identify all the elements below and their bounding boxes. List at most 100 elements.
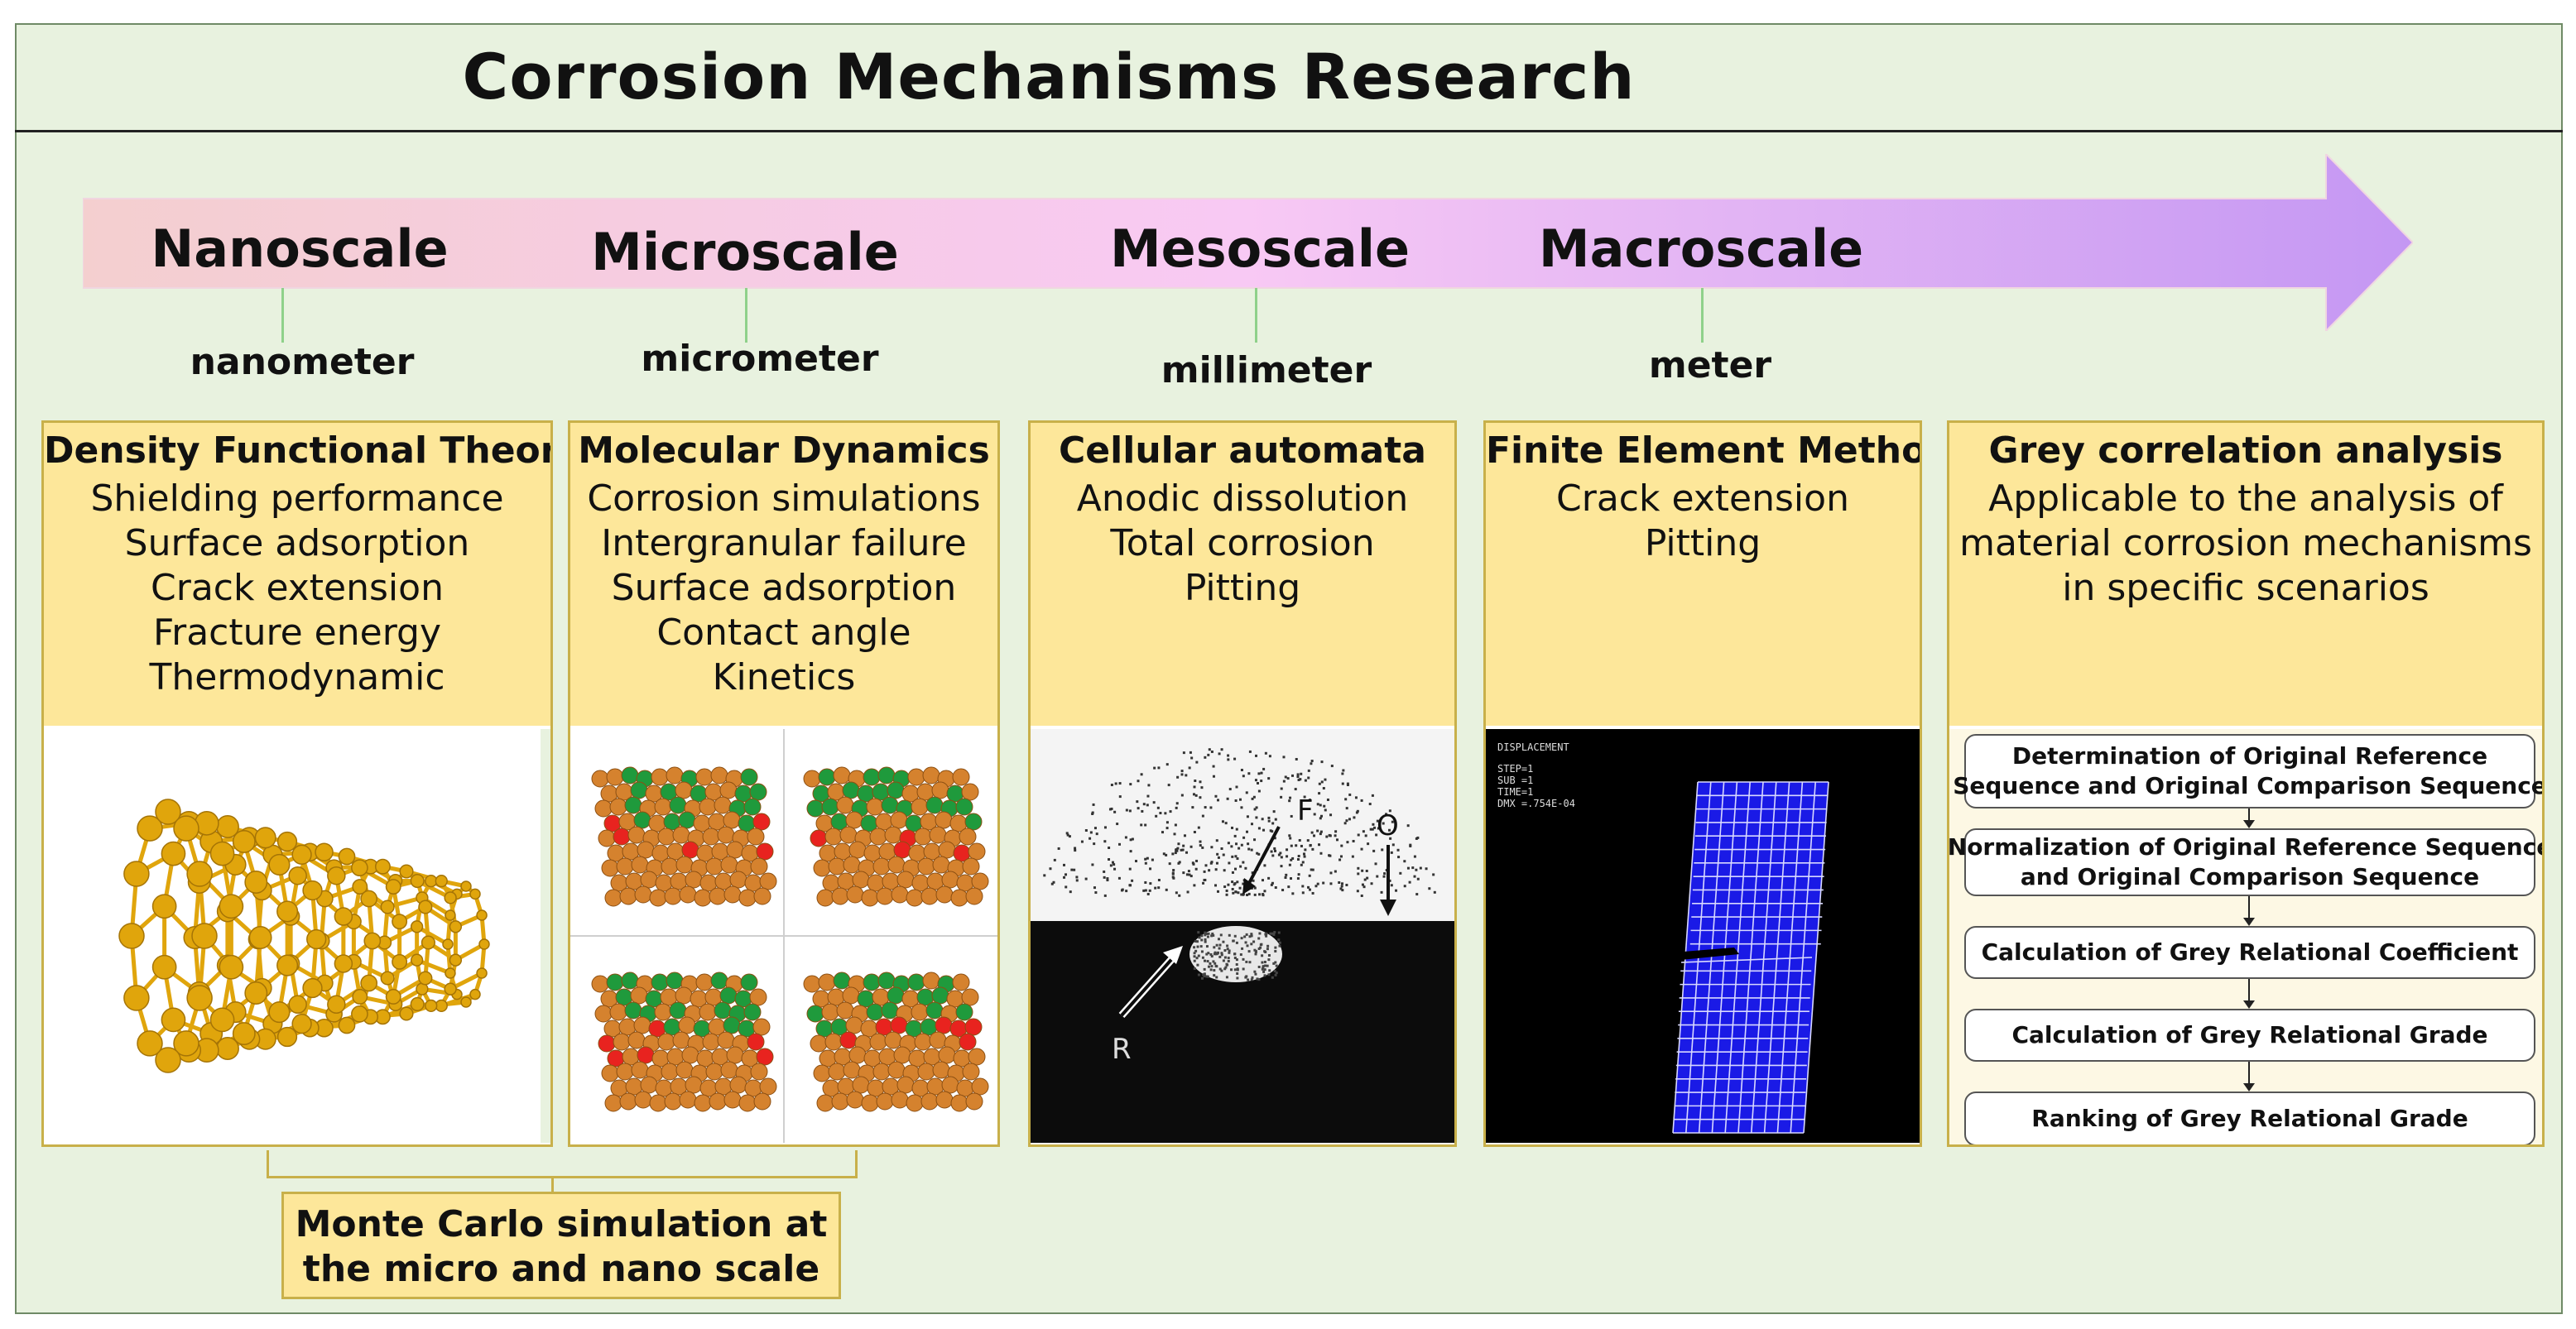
nanotube-atom <box>254 827 276 849</box>
ca-particle <box>1433 890 1436 894</box>
monte-carlo-bracket-stem <box>551 1178 554 1193</box>
ca-particle <box>1310 760 1314 763</box>
ca-particle <box>1178 894 1181 897</box>
ca-particle <box>1187 870 1190 873</box>
grey-step-5: Ranking of Grey Relational Grade <box>1964 1092 2535 1144</box>
ca-pit-particle <box>1218 967 1222 971</box>
ca-pit-particle <box>1232 939 1235 943</box>
ca-particle <box>1396 848 1400 852</box>
ca-particle <box>1311 868 1314 871</box>
ca-pit-particle <box>1198 936 1201 939</box>
ca-particle <box>1270 850 1273 853</box>
md-atom <box>869 1033 887 1051</box>
diagram-title: Corrosion Mechanisms Research <box>462 40 1636 113</box>
ca-particle <box>1178 861 1181 864</box>
ca-particle <box>1210 846 1214 849</box>
nanotube-atom <box>219 954 244 980</box>
md-atom <box>723 1016 741 1034</box>
ca-particle <box>1250 823 1253 826</box>
ca-pit-particle <box>1257 937 1261 940</box>
ca-pit-particle <box>1207 932 1210 935</box>
ca-particle <box>1256 781 1259 784</box>
ca-pit-particle <box>1250 934 1253 938</box>
ca-particle <box>1282 756 1286 759</box>
md-atom <box>920 1092 939 1111</box>
ca-particle <box>1341 772 1344 775</box>
ca-pit-particle <box>1203 974 1206 977</box>
ca-particle <box>1282 780 1286 783</box>
md-atom <box>891 1091 909 1109</box>
ca-particle <box>1227 754 1230 757</box>
md-atom <box>723 885 742 904</box>
ca-particle <box>1319 852 1323 855</box>
ca-pit-particle <box>1258 932 1262 935</box>
ca-pit-particle <box>1278 944 1281 948</box>
ca-particle <box>1231 887 1234 890</box>
md-atom <box>604 889 622 907</box>
ca-particle <box>1373 826 1377 829</box>
md-atom <box>935 1016 953 1034</box>
ca-pit-particle <box>1254 949 1257 952</box>
ca-pit-particle <box>1254 972 1257 976</box>
md-atom <box>723 1091 742 1109</box>
ca-particle <box>1199 780 1202 784</box>
grey-step-arrow <box>2243 1062 2255 1092</box>
ca-particle <box>1176 847 1180 850</box>
md-atom <box>833 972 851 990</box>
md-atom <box>675 856 694 874</box>
ca-particle <box>1134 860 1137 863</box>
ca-particle <box>1225 889 1228 892</box>
dft-item: Surface adsorption <box>124 522 470 564</box>
nanotube-atom <box>161 841 186 866</box>
dft-item: Fracture energy <box>153 612 441 654</box>
ca-pit-particle <box>1251 976 1254 979</box>
md-atom <box>964 813 983 831</box>
ca-particle <box>1220 847 1223 850</box>
ca-particle <box>1189 751 1192 754</box>
ca-pit-particle <box>1267 954 1271 957</box>
ca-particle <box>1307 885 1310 889</box>
md-atom <box>962 857 980 876</box>
ca-particle <box>1304 848 1307 852</box>
md-atom <box>932 1061 950 1079</box>
ca-particle <box>1339 887 1343 890</box>
ca-particle <box>1246 815 1249 818</box>
nanotube-atom <box>478 938 490 950</box>
md-atom <box>669 796 687 814</box>
ca-particle <box>1295 844 1298 847</box>
ca-particle <box>1371 794 1374 797</box>
ca-particle <box>1185 873 1189 876</box>
ca-particle <box>1381 848 1384 852</box>
ca-particle <box>1068 835 1071 838</box>
ca-particle <box>1183 834 1186 837</box>
nanotube-atom <box>410 873 425 889</box>
md-atom <box>720 856 738 874</box>
ca-particle <box>1121 888 1124 891</box>
nanotube-atom <box>445 967 456 979</box>
ca-pit-particle <box>1259 943 1262 947</box>
ca-particle <box>1203 878 1206 881</box>
md-atom <box>925 796 944 814</box>
nanotube-atom <box>460 996 472 1008</box>
ca-particle <box>1137 780 1140 783</box>
ca-title: Cellular automata <box>1059 429 1426 472</box>
md-item: Intergranular failure <box>601 522 967 564</box>
ca-particle <box>1383 872 1387 876</box>
nanotube-atom <box>338 847 356 866</box>
nanotube-atom <box>244 981 268 1005</box>
ca-particle <box>1309 844 1312 847</box>
grey-step-arrow <box>2243 896 2255 926</box>
ca-particle <box>1346 784 1349 787</box>
ca-particle <box>1286 855 1289 858</box>
ca-particle <box>1223 885 1227 889</box>
ca-particle <box>1306 839 1310 842</box>
ca-particle <box>1191 861 1194 865</box>
ca-particle <box>1272 810 1276 813</box>
ca-pit-particle <box>1209 968 1213 972</box>
nanotube-atom <box>268 1001 291 1024</box>
ca-pit-particle <box>1204 938 1207 941</box>
ca-particle <box>1267 819 1271 823</box>
md-atom <box>664 887 682 905</box>
ca-pit-particle <box>1204 940 1207 943</box>
ca-particle <box>1334 830 1338 833</box>
